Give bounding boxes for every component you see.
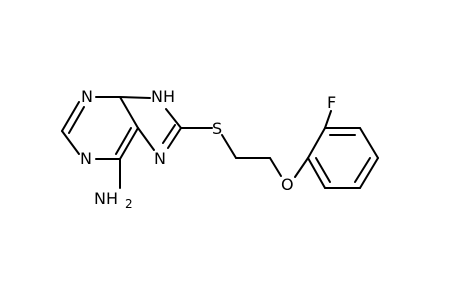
atom-n1: N xyxy=(80,149,92,168)
bond-ar-4-5-inner xyxy=(354,157,371,183)
bond-n7-c5 xyxy=(137,127,155,151)
bond-c2-n3 xyxy=(61,101,80,132)
bond-c5-c6-inner xyxy=(115,127,132,155)
bond-c2-n3-inner xyxy=(68,106,85,134)
bond-ar-4-5 xyxy=(359,157,379,189)
bond-ar-6-1-inner xyxy=(315,157,331,183)
bond-ar-3-4 xyxy=(359,127,379,159)
bond-n9-c8 xyxy=(165,108,182,129)
atom-n3: N xyxy=(81,87,93,106)
atom-nh2: NH xyxy=(94,189,118,208)
bond-c4-n9 xyxy=(119,96,151,99)
atom-nh2-subscript: 2 xyxy=(125,197,133,211)
atom-o: O xyxy=(281,175,294,194)
bond-ch2-o xyxy=(269,157,282,177)
bond-c5-c6 xyxy=(119,127,139,160)
atom-n9h: NH xyxy=(151,87,175,106)
atom-n7: N xyxy=(154,149,166,168)
bond-ar-1-2 xyxy=(307,127,326,159)
bond-o-c1 xyxy=(294,157,309,178)
atom-f: F xyxy=(327,93,336,112)
atom-s: S xyxy=(212,119,222,138)
bond-ar-6-1 xyxy=(307,157,326,189)
bond-c4-c5 xyxy=(119,96,139,129)
bond-c8-n7-inner xyxy=(162,124,176,144)
bond-c-f xyxy=(324,110,332,129)
bond-n1-c2 xyxy=(61,130,80,155)
bond-c8-n7 xyxy=(167,127,182,149)
bond-s-ch2 xyxy=(221,134,237,159)
